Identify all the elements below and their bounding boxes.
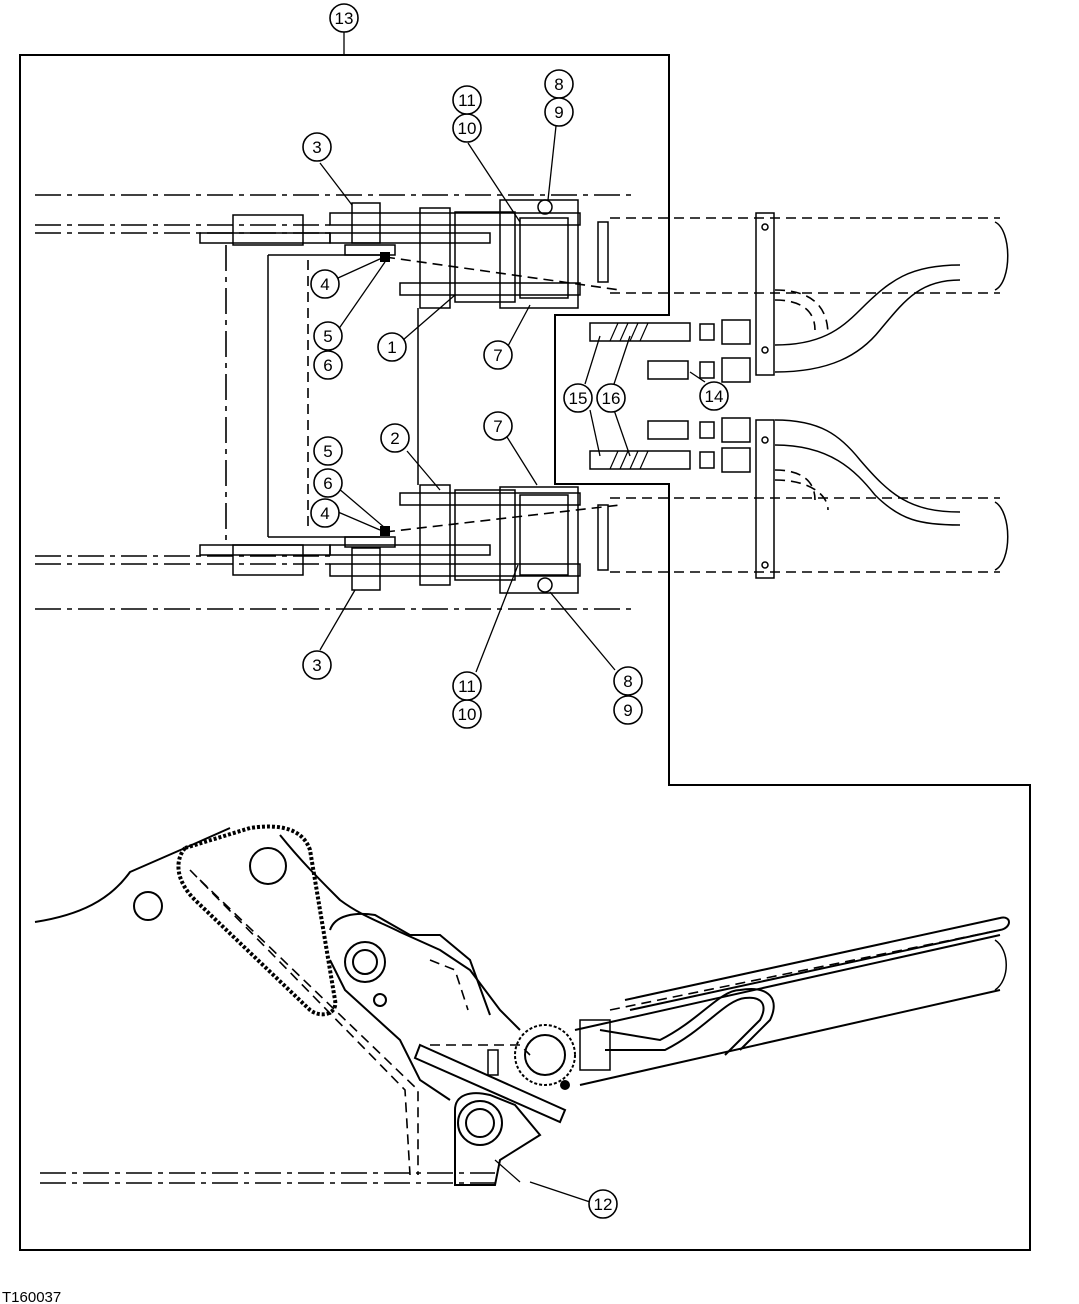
callout-label: 3 xyxy=(312,656,321,675)
callout-16: 16 xyxy=(596,383,626,413)
callout-label: 8 xyxy=(554,75,563,94)
callout-label: 2 xyxy=(390,429,399,448)
callout-3: 3 xyxy=(302,650,332,680)
callout-label: 7 xyxy=(493,346,502,365)
callout-8: 8 xyxy=(544,69,574,99)
callout-1: 1 xyxy=(377,332,407,362)
callout-14: 14 xyxy=(699,381,729,411)
callout-circle xyxy=(377,332,407,362)
callout-label: 6 xyxy=(323,356,332,375)
callout-6: 6 xyxy=(313,468,343,498)
callout-label: 9 xyxy=(554,103,563,122)
callout-2: 2 xyxy=(380,423,410,453)
callout-label: 15 xyxy=(569,389,588,408)
callout-label: 1 xyxy=(387,338,396,357)
callout-label: 5 xyxy=(323,442,332,461)
callout-7: 7 xyxy=(483,411,513,441)
top-view-coupler xyxy=(199,199,621,594)
callout-8: 8 xyxy=(613,666,643,696)
callout-label: 7 xyxy=(493,417,502,436)
callout-circle xyxy=(313,321,343,351)
callout-label: 8 xyxy=(623,672,632,691)
callout-15: 15 xyxy=(563,383,593,413)
callout-4: 4 xyxy=(310,269,340,299)
callout-label: 16 xyxy=(602,389,621,408)
callout-7: 7 xyxy=(483,340,513,370)
figure-id: T160037 xyxy=(2,1289,61,1304)
callout-circle xyxy=(452,85,482,115)
callout-circle xyxy=(302,650,332,680)
callout-13: 13 xyxy=(329,3,359,33)
callout-11: 11 xyxy=(452,85,482,115)
callout-4: 4 xyxy=(310,498,340,528)
callout-9: 9 xyxy=(544,97,574,127)
callout-circle xyxy=(302,132,332,162)
side-view-assembly xyxy=(34,824,1010,1186)
callout-3: 3 xyxy=(302,132,332,162)
callout-label: 5 xyxy=(323,327,332,346)
top-view-arm xyxy=(589,212,1009,579)
callout-label: 14 xyxy=(705,387,724,406)
callout-circle xyxy=(613,695,643,725)
callout-label: 12 xyxy=(594,1195,613,1214)
callout-circle xyxy=(613,666,643,696)
callout-circle xyxy=(310,498,340,528)
callout-10: 10 xyxy=(452,699,482,729)
callout-circle xyxy=(310,269,340,299)
callout-label: 10 xyxy=(458,705,477,724)
callout-label: 11 xyxy=(458,91,476,110)
callout-circle xyxy=(588,1189,618,1219)
callout-9: 9 xyxy=(613,695,643,725)
callout-circle xyxy=(313,436,343,466)
callout-circle xyxy=(563,383,593,413)
leader-lines xyxy=(319,32,706,1203)
callout-circle xyxy=(544,97,574,127)
callout-circle xyxy=(699,381,729,411)
callout-5: 5 xyxy=(313,436,343,466)
callout-circle xyxy=(329,3,359,33)
callout-circle xyxy=(483,411,513,441)
callout-circle xyxy=(380,423,410,453)
callout-label: 4 xyxy=(320,504,329,523)
callout-label: 4 xyxy=(320,275,329,294)
callout-label: 10 xyxy=(458,119,477,138)
callout-circle xyxy=(483,340,513,370)
callout-label: 9 xyxy=(623,701,632,720)
top-view-centerlines xyxy=(35,194,635,610)
callout-5: 5 xyxy=(313,321,343,351)
callout-label: 13 xyxy=(335,9,354,28)
callout-label: 3 xyxy=(312,138,321,157)
callout-circle xyxy=(452,671,482,701)
callout-circle xyxy=(313,350,343,380)
callout-circle xyxy=(596,383,626,413)
callout-11: 11 xyxy=(452,671,482,701)
callout-label: 6 xyxy=(323,474,332,493)
assembly-boundary xyxy=(19,54,1031,1251)
callout-6: 6 xyxy=(313,350,343,380)
callout-10: 10 xyxy=(452,113,482,143)
callout-circle xyxy=(313,468,343,498)
callout-12: 12 xyxy=(588,1189,618,1219)
callout-label: 11 xyxy=(458,677,476,696)
